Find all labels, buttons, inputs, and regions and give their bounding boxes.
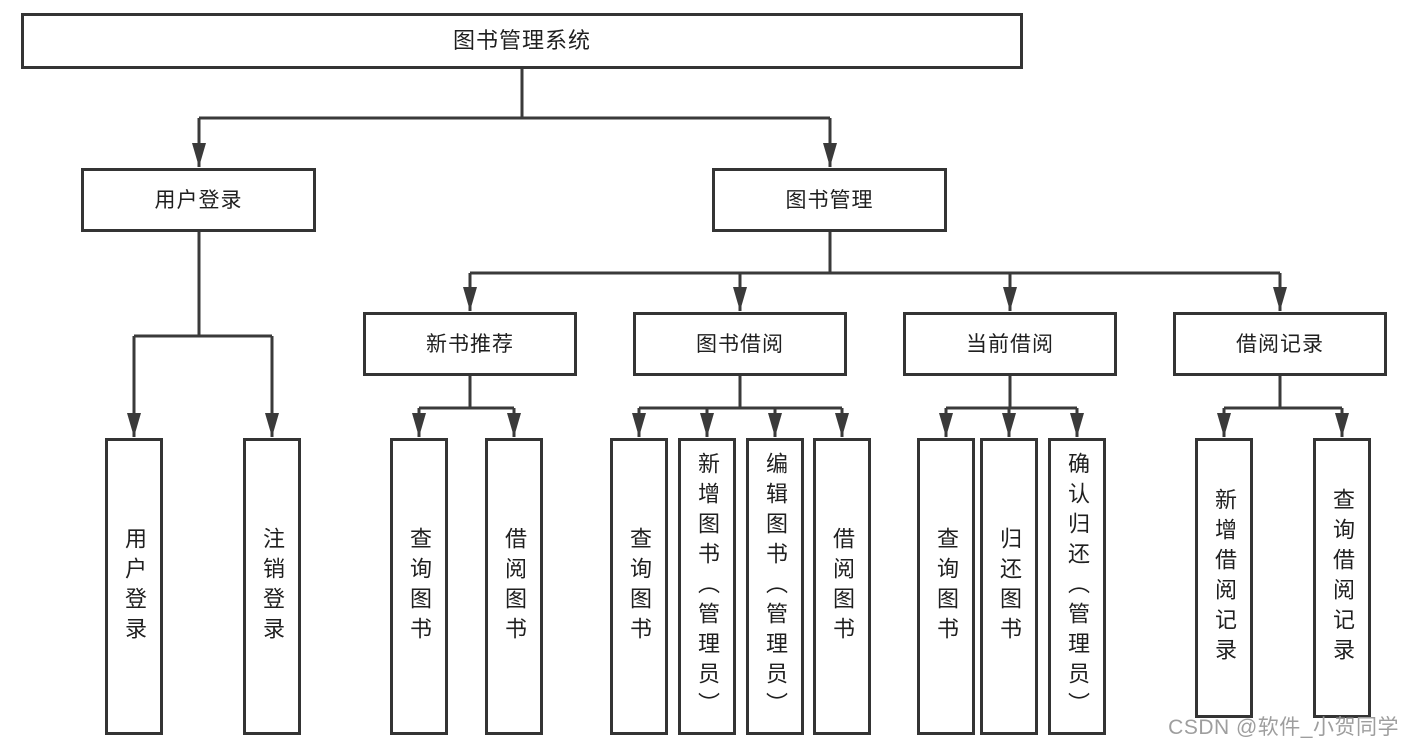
node-new-book-recommend: 新书推荐: [363, 312, 577, 376]
leaf-label: 查询图书: [407, 526, 432, 647]
node-label: 当前借阅: [966, 332, 1054, 356]
leaf-add-book-admin: 新增图书（管理员）: [678, 438, 736, 735]
leaf-label: 确认归还（管理员）: [1065, 451, 1090, 722]
node-borrowing-records: 借阅记录: [1173, 312, 1387, 376]
leaf-label: 新增借阅记录: [1212, 488, 1237, 668]
node-label: 用户登录: [154, 188, 243, 212]
node-label: 图书管理: [785, 188, 874, 212]
connector-paths: [132, 69, 1344, 437]
node-current-borrowing: 当前借阅: [903, 312, 1117, 376]
leaf-query-books-current: 查询图书: [917, 438, 975, 735]
leaf-query-books-borrowing: 查询图书: [610, 438, 668, 735]
node-label: 借阅记录: [1236, 332, 1324, 356]
node-root: 图书管理系统: [21, 13, 1023, 69]
watermark: CSDN @软件_小贺同学: [1168, 716, 1399, 739]
leaf-logout: 注销登录: [243, 438, 301, 735]
node-label: 图书借阅: [696, 332, 784, 356]
leaf-label: 编辑图书（管理员）: [763, 451, 788, 722]
leaf-label: 查询借阅记录: [1330, 488, 1355, 668]
leaf-user-login: 用户登录: [105, 438, 163, 735]
node-book-management: 图书管理: [712, 168, 947, 232]
node-label: 图书管理系统: [452, 28, 591, 53]
leaf-edit-book-admin: 编辑图书（管理员）: [746, 438, 804, 735]
node-label: 新书推荐: [426, 332, 514, 356]
leaf-query-borrow-record: 查询借阅记录: [1313, 438, 1371, 718]
leaf-query-books-recommend: 查询图书: [390, 438, 448, 735]
leaf-label: 归还图书: [997, 526, 1022, 647]
leaf-label: 借阅图书: [830, 526, 855, 647]
leaf-add-borrow-record: 新增借阅记录: [1195, 438, 1253, 718]
leaf-return-books: 归还图书: [980, 438, 1038, 735]
leaf-borrow-books-borrowing: 借阅图书: [813, 438, 871, 735]
leaf-label: 查询图书: [627, 526, 652, 647]
leaf-label: 查询图书: [934, 526, 959, 647]
leaf-label: 注销登录: [260, 526, 285, 647]
node-book-borrowing: 图书借阅: [633, 312, 847, 376]
arrowheads: [127, 143, 1349, 437]
node-user-login: 用户登录: [81, 168, 316, 232]
leaf-label: 借阅图书: [502, 526, 527, 647]
leaf-label: 新增图书（管理员）: [695, 451, 720, 722]
leaf-borrow-books-recommend: 借阅图书: [485, 438, 543, 735]
leaf-label: 用户登录: [122, 526, 147, 647]
leaf-confirm-return-admin: 确认归还（管理员）: [1048, 438, 1106, 735]
